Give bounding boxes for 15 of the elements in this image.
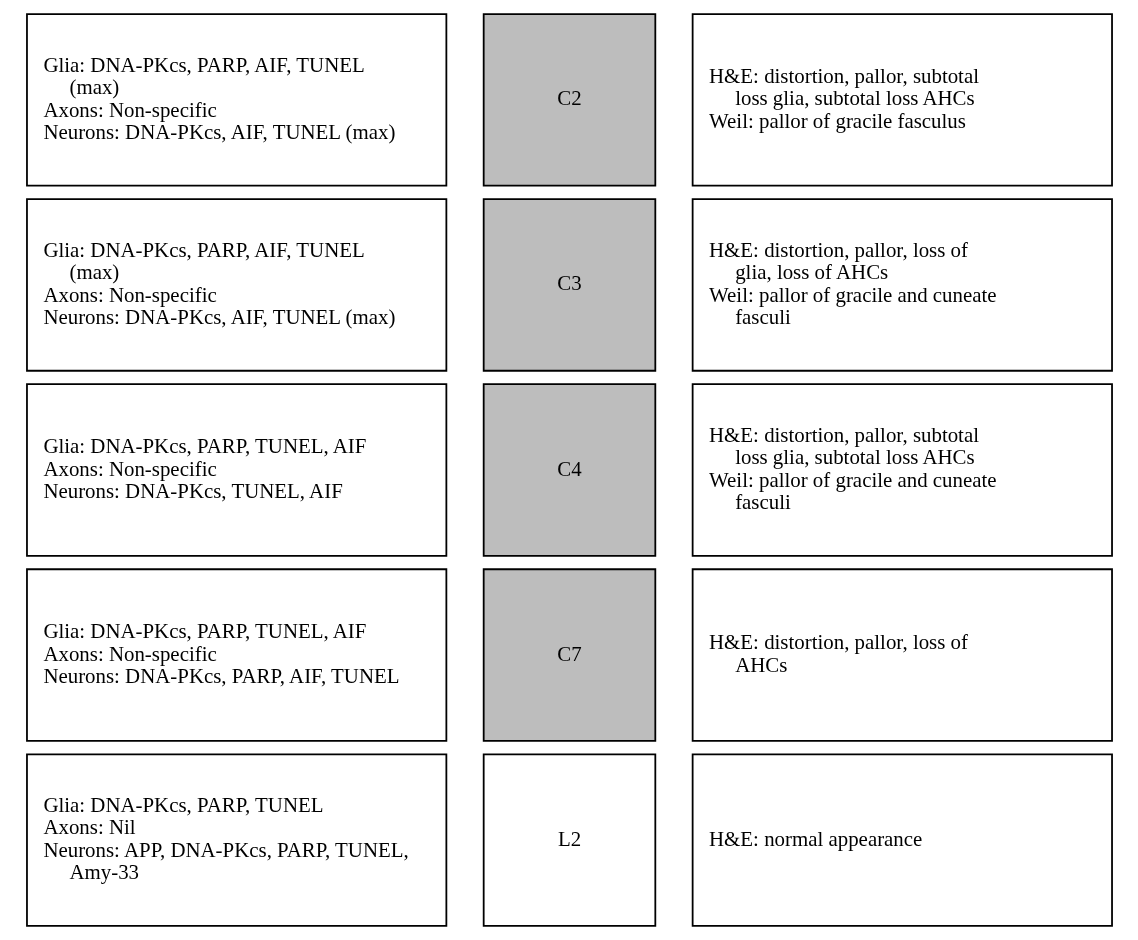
node-box: C3 [482,198,656,372]
node-box: L2 [482,753,656,927]
node-box: C2 [482,13,656,187]
node-box: Glia: DNA-PKcs, PARP, AIF, TUNEL (max) Axons: Non-specific Neurons: DNA-PKcs, AIF, TUNEL (max) [25,13,447,187]
node-box: Glia: DNA-PKcs, PARP, TUNEL, AIF Axons: Non-specific Neurons: DNA-PKcs, TUNEL, AIF [25,383,447,557]
node-box: Glia: DNA-PKcs, PARP, AIF, TUNEL (max) Axons: Non-specific Neurons: DNA-PKcs, AIF, TUNEL (max) [25,198,447,372]
node-box: Glia: DNA-PKcs, PARP, TUNEL Axons: Nil Neurons: APP, DNA-PKcs, PARP, TUNEL, Amy-33 [25,753,447,927]
node-box: H&E: normal appearance [691,753,1113,927]
node-box: H&E: distortion, pallor, subtotal loss glia, subtotal loss AHCs Weil: pallor of gracile fasculus [691,13,1113,187]
node-box: Glia: DNA-PKcs, PARP, TUNEL, AIF Axons: Non-specific Neurons: DNA-PKcs, PARP, AIF, TUNEL [25,568,447,742]
node-box: H&E: distortion, pallor, loss of glia, loss of AHCs Weil: pallor of gracile and cuneate fasculi [691,198,1113,372]
node-box: C7 [482,568,656,742]
node-box: C4 [482,383,656,557]
node-box: H&E: distortion, pallor, subtotal loss glia, subtotal loss AHCs Weil: pallor of gracile and cuneate fasculi [691,383,1113,557]
node-box: H&E: distortion, pallor, loss of AHCs [691,568,1113,742]
